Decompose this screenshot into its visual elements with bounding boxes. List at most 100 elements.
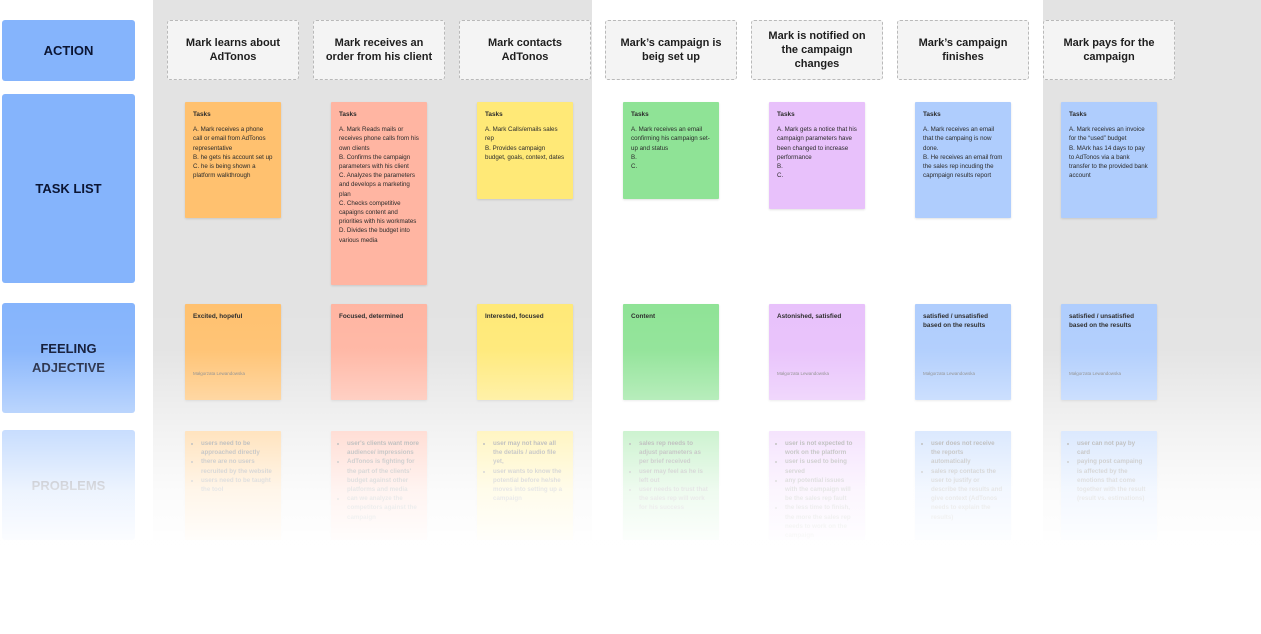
task-line: B. He receives an email from the sales r… [923,153,1003,180]
problem-list: sales rep needs to adjust parameters as … [631,439,711,513]
task-line: A. Mark gets a notice that his campaign … [777,126,857,161]
problem-sticky-note: user is not expected to work on the plat… [769,431,865,541]
action-card: Mark receives an order from his client [313,20,445,80]
row-label-problems: PROBLEMS [2,430,135,540]
sticky-heading: Tasks [339,111,357,118]
feeling-sticky-note: Content [623,304,719,400]
sticky-heading: Tasks [777,111,795,118]
problem-item: user is not expected to work on the plat… [785,439,857,457]
row-label-action: ACTION [2,20,135,81]
problem-sticky-note: user does not receive the reports automa… [915,431,1011,541]
task-line: A. Mark receives an invoice for the “use… [1069,126,1145,143]
action-card-title: Mark receives an order from his client [325,37,433,63]
problem-item: user does not receive the reports automa… [931,439,1003,467]
feeling-text: Excited, hopeful [193,313,243,320]
problem-list: user's clients want more audience/ impre… [339,439,419,522]
problem-list: user is not expected to work on the plat… [777,439,857,540]
row-label-task-list: TASK LIST [2,94,135,283]
sticky-author: Małgorzata Lewandowska [1069,370,1122,376]
action-card: Mark learns about AdTonos [167,20,299,80]
sticky-author: Małgorzata Lewandowska [193,370,246,376]
task-line: C. Checks competitive capaigns content a… [339,199,417,226]
problem-item: there are no users recruited by the webs… [201,457,273,475]
task-line: B. [777,163,783,171]
feeling-text: Focused, determined [339,313,404,320]
problem-item: the less time to finish, the more the sa… [785,503,857,540]
feeling-text: Content [631,313,656,320]
task-line: A. Mark Calls/emails sales rep [485,126,558,143]
sticky-heading: Tasks [485,111,503,118]
feeling-text: satisfied / unsatisfied based on the res… [923,313,988,330]
problem-item: user needs to trust that the sales rep w… [639,485,711,513]
task-line: C. [777,172,784,180]
problem-item: can we analyze the competitors against t… [347,494,419,522]
feeling-sticky-note: Interested, focused [477,304,573,400]
feeling-sticky-note: satisfied / unsatisfied based on the res… [915,304,1011,400]
task-sticky-note: Tasks A. Mark receives an invoice for the… [1061,102,1157,218]
task-line: A. Mark receives an email confirming his… [631,126,710,152]
task-sticky-note: Tasks A. Mark Reads mails or receives pho… [331,102,427,285]
task-line: A. Mark Reads mails or receives phone ca… [339,126,419,152]
problem-item: user can not pay by card [1077,439,1149,457]
problem-item: AdTonos is fighting for the part of the … [347,457,419,494]
problem-list: users need to be approached directlyther… [193,439,273,494]
sticky-author: Małgorzata Lewandowska [777,370,830,376]
problem-item: sales rep contacts the user to justify o… [931,467,1003,522]
problem-item: users need to be taught the tool [201,476,273,494]
action-card-title: Mark’s campaign is beig set up [620,37,722,63]
action-card: Mark pays for the campaign [1043,20,1175,80]
action-card-title: Mark learns about AdTonos [185,37,281,63]
task-sticky-note: Tasks A. Mark receives an email that the … [915,102,1011,218]
task-line: A. Mark receives an email that the campa… [923,126,995,152]
task-line: C. he is being shown a platform walkthro… [193,163,256,180]
problem-item: any potential issues with the campaign w… [785,476,857,504]
task-line: B. Confirms the campaign parameters with… [339,153,411,171]
feeling-text: Interested, focused [485,313,544,320]
row-label-text: FEELING ADJECTIVE [32,341,105,375]
problem-item: user may feel as he is left out [639,467,711,485]
canvas-bottom [0,540,1261,634]
action-card-title: Mark contacts AdTonos [488,37,562,63]
sticky-heading: Tasks [1069,111,1087,118]
task-line: B. MArk has 14 days to pay to AdTonos vi… [1069,144,1148,180]
task-line: D. Divides the budget into various media [339,227,410,244]
sticky-heading: Tasks [193,111,211,118]
task-line: C. [631,163,638,171]
task-line: A. Mark receives a phone call or email f… [193,126,266,152]
action-card-title: Mark is notified on the campaign changes [768,30,866,70]
action-card: Mark contacts AdTonos [459,20,591,80]
problem-item: users need to be approached directly [201,439,273,457]
problem-sticky-note: user's clients want more audience/ impre… [331,431,427,541]
problem-list: user may not have all the details / audi… [485,439,565,503]
action-card-title: Mark pays for the campaign [1063,37,1155,63]
feeling-text: Astonished, satisfied [777,313,842,320]
action-card: Mark’s campaign is beig set up [605,20,737,80]
task-line: B. [631,153,637,161]
action-card: Mark is notified on the campaign changes [751,20,883,80]
problem-sticky-note: users need to be approached directlyther… [185,431,281,541]
feeling-sticky-note: Focused, determined [331,304,427,400]
problem-sticky-note: user may not have all the details / audi… [477,431,573,541]
task-sticky-note: Tasks A. Mark gets a notice that his camp… [769,102,865,209]
problem-item: user may not have all the details / audi… [493,439,565,467]
problem-item: paying post campaing is affected by the … [1077,457,1149,503]
feeling-sticky-note: satisfied / unsatisfied based on the res… [1061,304,1157,400]
sticky-heading: Tasks [923,111,941,118]
problem-item: user's clients want more audience/ impre… [347,439,419,457]
problem-item: sales rep needs to adjust parameters as … [639,439,711,467]
action-card-title: Mark’s campaign finishes [918,37,1008,63]
row-label-text: TASK LIST [35,181,102,196]
task-line: B. he gets his account set up [193,153,273,161]
sticky-heading: Tasks [631,111,649,118]
task-line: C. Analyzes the parameters and develops … [339,172,416,198]
problem-list: user can not pay by cardpaying post camp… [1069,439,1149,503]
action-card: Mark’s campaign finishes [897,20,1029,80]
sticky-author: Małgorzata Lewandowska [923,370,976,376]
problem-sticky-note: user can not pay by cardpaying post camp… [1061,431,1157,541]
problem-item: user wants to know the potential before … [493,467,565,504]
feeling-text: satisfied / unsatisfied based on the res… [1069,313,1134,330]
